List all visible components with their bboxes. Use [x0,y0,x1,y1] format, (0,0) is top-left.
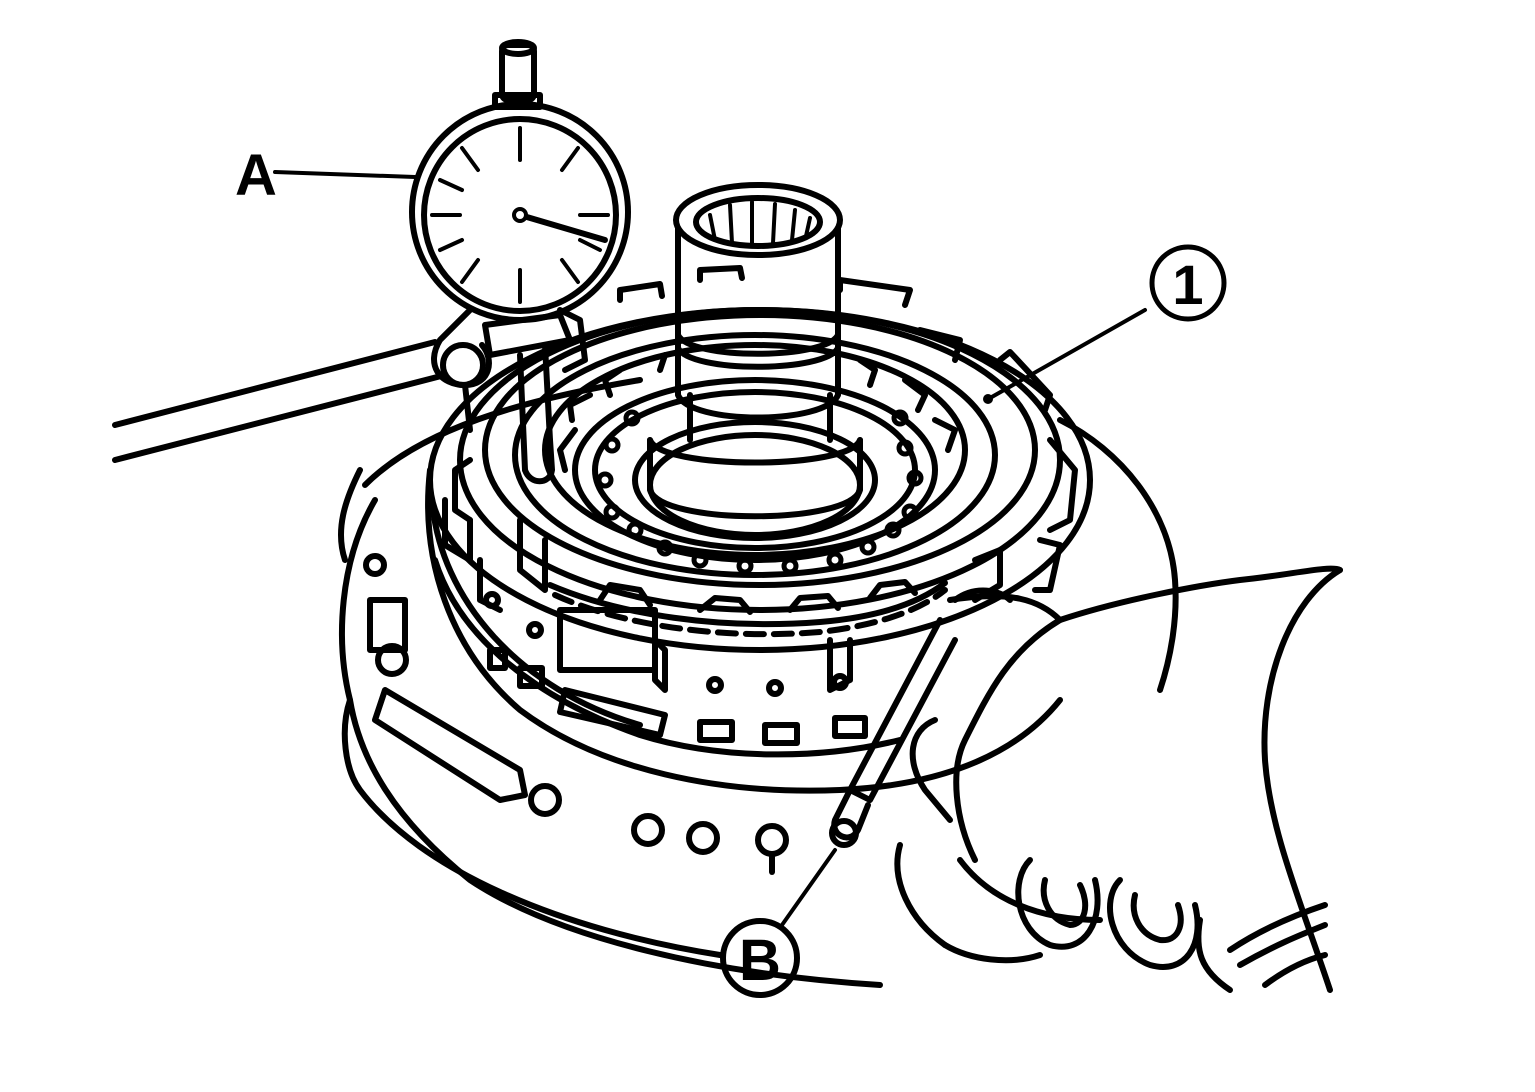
housing-base [337,377,1328,988]
clutch-plates [442,265,1078,693]
dial-indicator [112,39,631,485]
callout-label-a: A [235,143,277,208]
hub-holes [596,409,924,575]
callout-label-b: B [739,928,781,993]
callout-label-one: 1 [1172,253,1203,316]
callout-A: A [235,143,417,208]
callout-B: B [720,848,837,998]
callout-one: 1 [983,244,1227,404]
inner-hub [512,332,998,578]
hand-with-tool [829,565,1343,993]
input-shaft [647,182,863,520]
